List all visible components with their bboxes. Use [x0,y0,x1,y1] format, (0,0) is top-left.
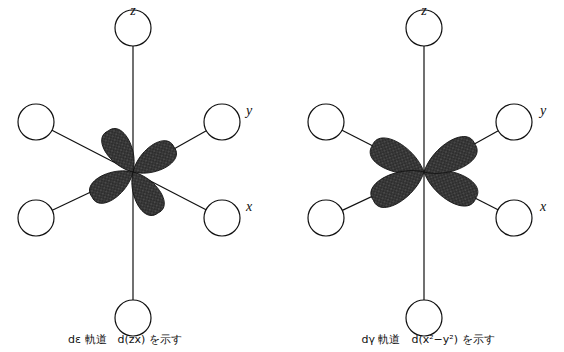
ligand-circle [308,200,344,236]
ligand-circle [204,104,240,140]
ligand-circle [406,300,442,336]
ligand-circle [496,104,532,140]
orbital-lobe [366,159,431,213]
axis-line [423,172,424,300]
caption: dγ 軌道 d(x²−y²) を示す [361,334,494,345]
caption: dε 軌道 d(zx) を示す [68,334,182,345]
orbital-lobe [417,131,482,185]
dzx-octahedron [18,10,240,336]
axis-label: x [246,200,252,214]
axis-label: y [540,104,546,118]
axis-label: y [246,104,252,118]
ligand-circle [204,200,240,236]
axis-line [423,46,424,172]
ligand-circle [496,200,532,236]
dx2y2-octahedron [308,10,532,336]
ligand-circle [18,200,54,236]
ligand-circle [115,300,151,336]
orbital-lobe [85,161,140,208]
axis-label: z [130,4,135,18]
axis-label: x [540,200,546,214]
axis-label: z [421,4,426,18]
ligand-circle [308,104,344,140]
ligand-circle [18,104,54,140]
